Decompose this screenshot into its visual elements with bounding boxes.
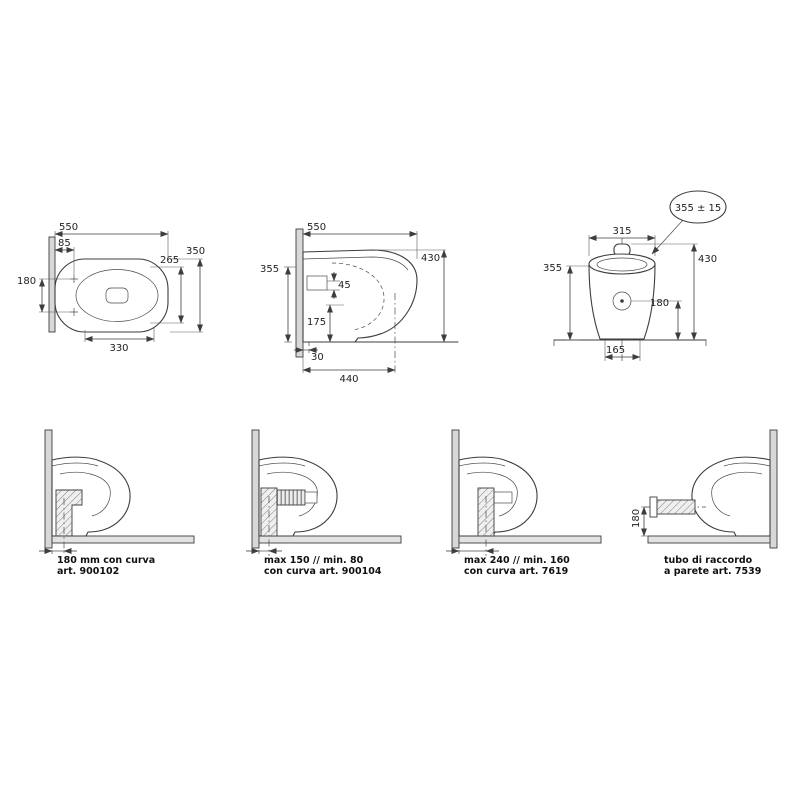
dim-label: 430	[698, 254, 717, 265]
fixing-hole-mark	[70, 308, 78, 316]
dim-label: 85	[58, 238, 71, 249]
floor-ticks	[553, 340, 707, 346]
dim-label: 355	[260, 264, 279, 275]
dim-front-180: 180	[631, 298, 682, 341]
variant-caption-line2: art. 900102	[57, 566, 119, 577]
fixing-hole-mark	[70, 275, 78, 283]
dim-label: 330	[109, 343, 128, 354]
variant-caption-line2: con curva art. 7619	[464, 566, 568, 577]
pan-outline-side	[691, 456, 771, 537]
wall-section	[48, 236, 56, 333]
seat-line	[302, 256, 409, 271]
corrugated-pipe	[276, 489, 306, 506]
floor-slab	[458, 535, 602, 544]
dim-label: 30	[311, 352, 324, 363]
floor-slab	[258, 535, 402, 544]
dim-label: 315	[612, 226, 631, 237]
dim-label: 550	[59, 222, 78, 233]
variant-3: max 240 // min. 160 con curva art. 7619	[446, 429, 602, 577]
variant-4: 180 tubo di raccordo a parete art. 7539	[631, 429, 778, 577]
variant-caption-line1: tubo di raccordo	[664, 555, 753, 566]
inlet-detail	[306, 275, 328, 291]
balloon-outline	[669, 190, 727, 224]
wall-section	[251, 429, 260, 549]
floor-slab	[647, 535, 771, 544]
dim-label: 430	[421, 253, 440, 264]
dim-label: 180	[650, 298, 669, 309]
wall-section	[451, 429, 460, 549]
dim-front-165: 165	[604, 340, 641, 361]
front-view: 315 430 355 180 165 355 ± 15	[543, 190, 727, 362]
wall-section	[44, 429, 53, 549]
dim-side-45: 45	[327, 272, 351, 299]
dim-plan-550: 550	[54, 222, 169, 258]
dim-side-550: 550	[302, 222, 418, 259]
dim-label: 550	[307, 222, 326, 233]
dim-side-175: 175	[307, 304, 344, 343]
floor-slab	[51, 535, 195, 544]
dim-label: 165	[606, 345, 625, 356]
dim-label: 45	[338, 280, 351, 291]
trap-center	[620, 299, 624, 303]
rim-outer	[588, 253, 656, 275]
dim-plan-330: 330	[84, 327, 155, 354]
dim-plan-265: 265	[150, 255, 184, 324]
outlet-opening	[105, 287, 129, 304]
variant-caption-line2: con curva art. 900104	[264, 566, 382, 577]
dim-label: 265	[160, 255, 179, 266]
variant-1: 180 mm con curva art. 900102	[39, 429, 195, 577]
balloon-label: 355 ± 15	[675, 203, 722, 214]
pipe-flange	[649, 496, 658, 518]
dim-label: 440	[339, 374, 358, 385]
dim-label: 180	[631, 509, 642, 528]
variant-caption-line2: a parete art. 7539	[664, 566, 761, 577]
pan-outline-top	[54, 258, 169, 333]
wall-section	[769, 429, 778, 549]
dim-side-355: 355	[260, 264, 296, 343]
variant-2: max 150 // min. 80 con curva art. 900104	[246, 429, 402, 577]
pan-outline-side	[302, 249, 418, 343]
dim-plan-350: 350	[170, 246, 205, 333]
dim-label: 355	[543, 263, 562, 274]
outlet-elbow-pipe	[55, 489, 83, 537]
wall-connection-pipe	[656, 499, 696, 515]
side-view: 550 430 355 45 175	[260, 222, 459, 385]
variant-caption-line1: max 150 // min. 80	[264, 555, 364, 566]
balloon-355-15: 355 ± 15	[651, 190, 727, 255]
pipe-connector	[304, 491, 318, 504]
dim-variant4-180: 180	[631, 506, 650, 537]
dim-side-30: 30	[294, 342, 324, 363]
dim-side-440: 440	[302, 357, 396, 385]
variant-caption-line1: 180 mm con curva	[57, 555, 155, 566]
dim-plan-180: 180	[17, 276, 70, 313]
dim-label: 350	[186, 246, 205, 257]
dim-label: 180	[17, 276, 36, 287]
variant-caption-line1: max 240 // min. 160	[464, 555, 570, 566]
bowl-rim	[75, 269, 159, 322]
dim-front-355: 355	[543, 263, 589, 341]
dim-side-430: 430	[374, 249, 447, 343]
rim-inner	[596, 257, 648, 272]
bowl-hidden-line	[331, 262, 385, 331]
pipe-connector	[493, 491, 513, 504]
plan-view: 550 85 350 265 180 330	[17, 222, 205, 354]
dim-front-430: 430	[631, 243, 717, 341]
dim-plan-85: 85	[54, 238, 75, 275]
wall-section	[295, 228, 304, 358]
dim-label: 175	[307, 317, 326, 328]
